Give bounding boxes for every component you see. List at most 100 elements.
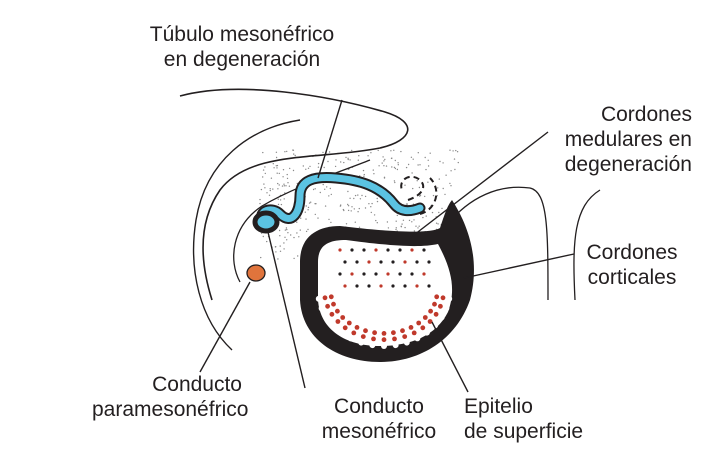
stipple-dot [419, 187, 420, 188]
stipple-dot [400, 151, 401, 152]
stipple-dot [348, 159, 349, 160]
stipple-dot [444, 194, 445, 195]
stipple-dot [413, 219, 414, 220]
germ-cell [400, 328, 405, 333]
label-line: paramesonéfrico [92, 397, 242, 422]
label-cordones-medulares: Cordones medulares en degeneración [520, 102, 692, 177]
stipple-dot [452, 150, 453, 151]
medullary-cord-dot [374, 248, 377, 251]
stipple-dot [353, 198, 354, 199]
stipple-dot [280, 251, 281, 252]
stipple-dot [445, 175, 446, 176]
stipple-dot [343, 209, 344, 210]
stipple-dot [449, 183, 450, 184]
stipple-dot [283, 184, 284, 185]
stipple-dot [377, 198, 378, 199]
stipple-dot [428, 160, 429, 161]
label-line: corticales [576, 265, 688, 290]
label-line: Cordones [520, 102, 692, 127]
stipple-dot [382, 156, 383, 157]
stipple-dot [370, 206, 371, 207]
germ-cell [391, 330, 396, 335]
stipple-dot [285, 229, 286, 230]
stipple-dot [293, 170, 294, 171]
stipple-dot [305, 169, 306, 170]
stipple-dot [330, 188, 331, 189]
stipple-dot [277, 188, 278, 189]
stipple-dot [308, 207, 309, 208]
germ-cell [438, 304, 443, 309]
stipple-dot [284, 185, 285, 186]
stipple-dot [279, 184, 280, 185]
stipple-dot [315, 214, 316, 215]
stipple-dot [363, 176, 364, 177]
stipple-dot [419, 195, 420, 196]
germ-cell [329, 294, 334, 299]
stipple-dot [413, 159, 414, 160]
stipple-dot [414, 230, 415, 231]
stipple-dot [394, 167, 395, 168]
medullary-cord-dot [398, 272, 401, 275]
stipple-dot [378, 150, 379, 151]
stipple-dot [263, 236, 264, 237]
stipple-dot [317, 217, 318, 218]
stipple-dot [367, 155, 368, 156]
stipple-dot [395, 160, 396, 161]
stipple-dot [297, 255, 298, 256]
stipple-dot [296, 232, 297, 233]
stipple-dot [271, 178, 272, 179]
germ-cell [351, 331, 356, 336]
stipple-dot [357, 194, 358, 195]
stipple-dot [275, 246, 276, 247]
stipple-dot [347, 158, 348, 159]
medullary-cord-dot [355, 260, 358, 263]
medullary-cord-dot [338, 248, 341, 251]
label-line: Conducto [92, 372, 242, 397]
stipple-dot [314, 203, 315, 204]
stipple-dot [425, 157, 426, 158]
stipple-dot [309, 166, 310, 167]
medullary-cord-dot [386, 272, 389, 275]
stipple-dot [418, 152, 419, 153]
stipple-dot [441, 208, 442, 209]
stipple-dot [345, 157, 346, 158]
stipple-dot [355, 222, 356, 223]
stipple-dot [351, 210, 352, 211]
stipple-dot [458, 162, 459, 163]
stipple-dot [273, 167, 274, 168]
stipple-dot [343, 162, 344, 163]
stipple-dot [397, 162, 398, 163]
label-line: de superficie [464, 419, 614, 444]
stipple-dot [276, 165, 277, 166]
stipple-dot [382, 162, 383, 163]
stipple-dot [396, 221, 397, 222]
germ-cell [428, 319, 433, 324]
stipple-dot [322, 152, 323, 153]
stipple-dot [262, 152, 263, 153]
stipple-dot [361, 195, 362, 196]
mesonephric-duct [255, 213, 277, 231]
stipple-dot [287, 182, 288, 183]
stipple-dot [437, 223, 438, 224]
stipple-dot [409, 220, 410, 221]
stipple-dot [401, 226, 402, 227]
stipple-dot [266, 241, 267, 242]
stipple-dot [417, 164, 418, 165]
stipple-dot [412, 188, 413, 189]
germ-cell [382, 331, 387, 336]
stipple-dot [293, 237, 294, 238]
body-wall-outline [194, 120, 300, 350]
stipple-dot [383, 165, 384, 166]
stipple-dot [457, 151, 458, 152]
stipple-dot [377, 201, 378, 202]
stipple-dot [370, 152, 371, 153]
germ-cell [412, 331, 417, 336]
stipple-dot [287, 178, 288, 179]
germ-cell [392, 337, 397, 342]
germ-cell [434, 312, 439, 317]
label-line: Túbulo mesonéfrico [120, 22, 364, 47]
cortical-cord [319, 296, 337, 299]
stipple-dot [261, 189, 262, 190]
medullary-cord-dot [343, 260, 346, 263]
stipple-dot [308, 168, 309, 169]
